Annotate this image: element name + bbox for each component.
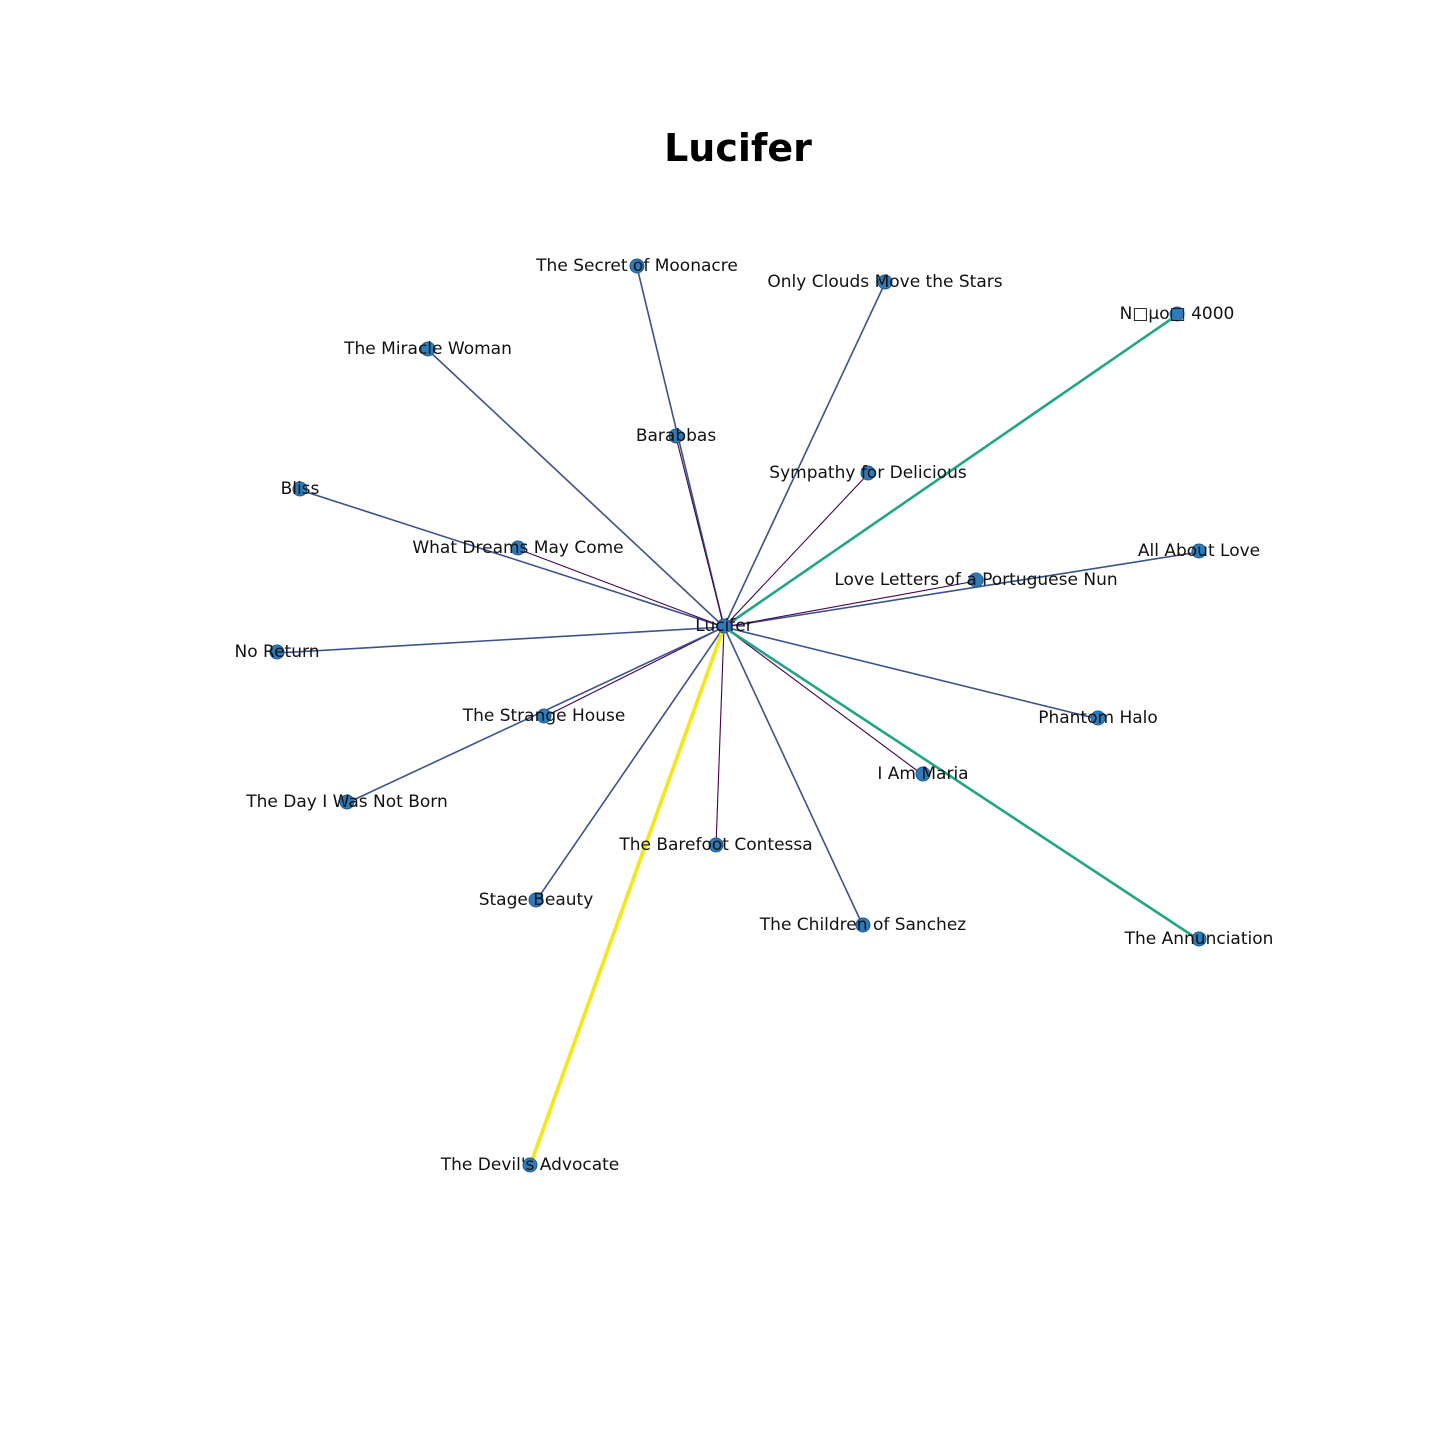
edge-bliss (299, 489, 725, 628)
node-label-the-strange-house: The Strange House (462, 706, 626, 726)
node-label-love-letters-of-a-portuguese-nun: Love Letters of a Portuguese Nun (834, 570, 1117, 590)
edge-sympathy-for-delicious (723, 473, 869, 628)
edge-only-clouds-move-the-stars (723, 282, 886, 628)
node-the-strange-house[interactable] (536, 708, 552, 724)
node-stage-beauty[interactable] (528, 892, 544, 908)
node-the-devil-s-advocate[interactable] (522, 1157, 538, 1173)
edge-i-am-maria (723, 626, 924, 776)
edge-barabbas (675, 436, 725, 628)
node-the-annunciation[interactable] (1191, 931, 1207, 947)
node-all-about-love[interactable] (1191, 543, 1207, 559)
edge-the-secret-of-moonacre (636, 266, 725, 628)
node-no-return[interactable] (269, 644, 285, 660)
edge-phantom-halo (723, 626, 1099, 720)
edge-the-miracle-woman (427, 349, 725, 628)
graph-title: Lucifer (664, 126, 812, 170)
edge-the-devil-s-advocate (528, 626, 726, 1167)
edge-the-annunciation (723, 625, 1200, 942)
node-label-the-secret-of-moonacre: The Secret of Moonacre (535, 256, 738, 276)
node-label-the-devil-s-advocate: The Devil's Advocate (440, 1155, 619, 1175)
node-phantom-halo[interactable] (1090, 710, 1106, 726)
node-label-the-day-i-was-not-born: The Day I Was Not Born (245, 792, 448, 812)
node-i-am-maria[interactable] (915, 766, 931, 782)
edge-stage-beauty (535, 626, 725, 902)
node-label-phantom-halo: Phantom Halo (1038, 708, 1158, 728)
node-label-all-about-love: All About Love (1138, 541, 1260, 561)
edge-layer (276, 266, 1200, 1167)
edge-the-barefoot-contessa (715, 626, 725, 847)
edge-no-return (276, 626, 725, 654)
node-what-dreams-may-come[interactable] (510, 540, 526, 556)
node-label-center-lucifer: Lucifer (695, 616, 752, 636)
edge-n-4000 (723, 313, 1178, 629)
node-the-day-i-was-not-born[interactable] (339, 794, 355, 810)
edge-what-dreams-may-come (517, 548, 725, 628)
node-barabbas[interactable] (668, 428, 684, 444)
edge-love-letters-of-a-portuguese-nun (723, 580, 977, 628)
node-label-i-am-maria: I Am Maria (877, 764, 968, 784)
node-label-the-annunciation: The Annunciation (1124, 929, 1274, 949)
node-only-clouds-move-the-stars[interactable] (877, 274, 893, 290)
node-label-the-children-of-sanchez: The Children of Sanchez (759, 915, 967, 935)
node-sympathy-for-delicious[interactable] (860, 465, 876, 481)
node-label-no-return: No Return (235, 642, 320, 662)
node-label-stage-beauty: Stage Beauty (479, 890, 594, 910)
node-love-letters-of-a-portuguese-nun[interactable] (968, 572, 984, 588)
node-label-sympathy-for-delicious: Sympathy for Delicious (769, 463, 967, 483)
node-the-secret-of-moonacre[interactable] (629, 258, 645, 274)
edge-all-about-love (723, 551, 1200, 628)
node-label-what-dreams-may-come: What Dreams May Come (412, 538, 623, 558)
node-label-n-4000: N□μο□ 4000 (1120, 304, 1235, 324)
edge-the-children-of-sanchez (723, 626, 864, 927)
node-label-only-clouds-move-the-stars: Only Clouds Move the Stars (767, 272, 1002, 292)
node-center-lucifer[interactable] (716, 618, 732, 634)
node-bliss[interactable] (292, 481, 308, 497)
node-n-4000[interactable] (1169, 306, 1185, 322)
node-layer (269, 258, 1207, 1173)
node-the-miracle-woman[interactable] (420, 341, 436, 357)
node-the-barefoot-contessa[interactable] (708, 837, 724, 853)
node-label-barabbas: Barabbas (636, 426, 716, 446)
edge-the-strange-house (543, 626, 725, 718)
node-the-children-of-sanchez[interactable] (855, 917, 871, 933)
node-label-the-barefoot-contessa: The Barefoot Contessa (618, 835, 812, 855)
node-label-bliss: Bliss (281, 479, 320, 499)
node-label-the-miracle-woman: The Miracle Woman (343, 339, 512, 359)
edge-the-day-i-was-not-born (346, 626, 725, 804)
